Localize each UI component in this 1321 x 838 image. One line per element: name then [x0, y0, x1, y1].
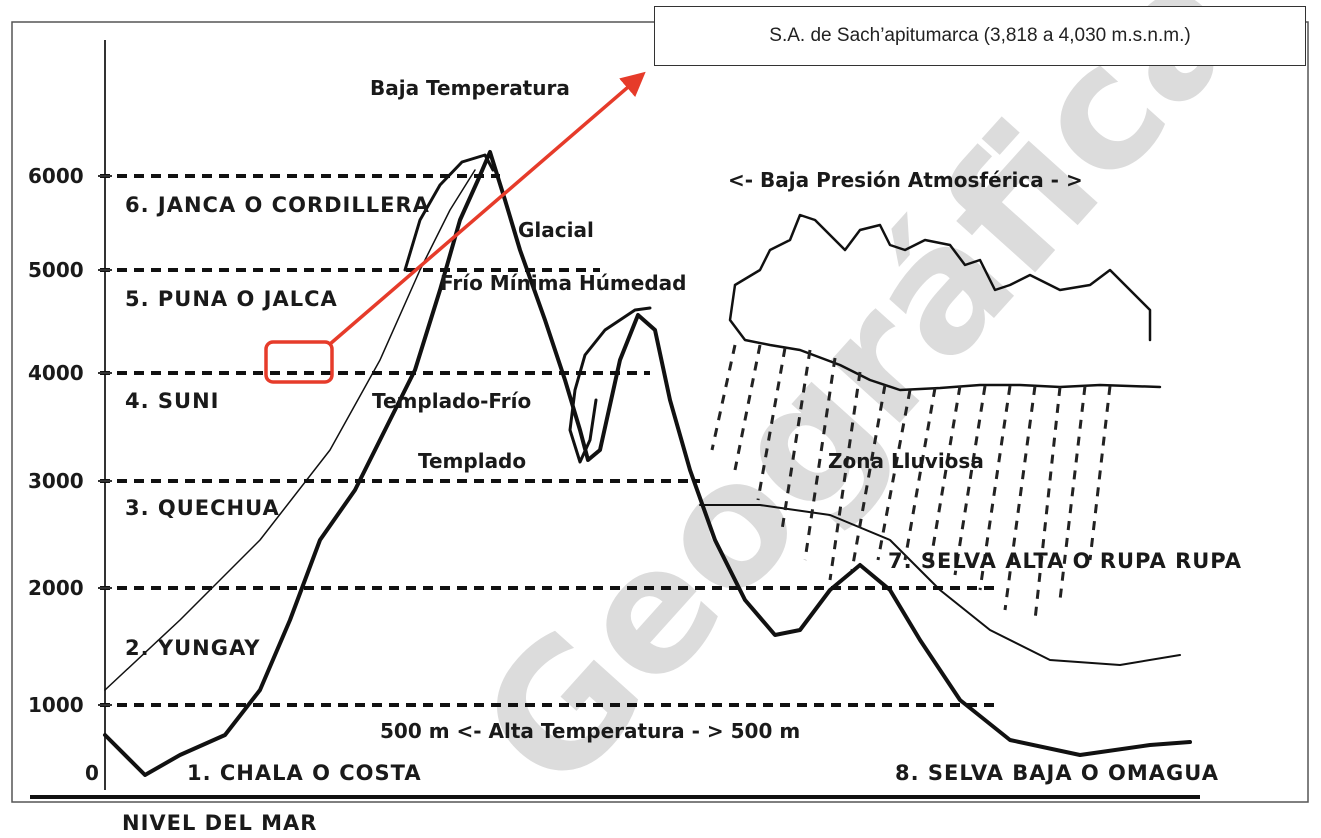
zone-suni: 4. SUNI	[125, 389, 219, 413]
climate-glacial: Glacial	[518, 218, 594, 242]
coast-slope-line	[104, 169, 476, 691]
tick-0: 0	[85, 761, 99, 785]
tick-5000: 5000	[28, 258, 84, 282]
callout-text: S.A. de Sach’apitumarca (3,818 a 4,030 m…	[769, 25, 1191, 46]
tick-3000: 3000	[28, 469, 84, 493]
climate-frio: Frío Mínima Húmedad	[440, 271, 686, 295]
rain-streaks	[710, 344, 1112, 621]
tick-1000: 1000	[28, 693, 84, 717]
west-andes-profile	[103, 150, 1192, 777]
tick-4000: 4000	[28, 361, 84, 385]
callout-arrow	[328, 71, 646, 346]
zone-janca: 6. JANCA O CORDILLERA	[125, 193, 430, 217]
sea-level-label: NIVEL DEL MAR	[122, 811, 317, 835]
climate-alta-temperatura: 500 m <- Alta Temperatura - > 500 m	[380, 719, 800, 743]
zone-puna: 5. PUNA O JALCA	[125, 287, 338, 311]
zone-selva-baja: 8. SELVA BAJA O OMAGUA	[895, 761, 1219, 785]
watermark: Geográfica	[443, 0, 1282, 827]
climate-templado: Templado	[418, 449, 526, 473]
climate-templado-frio: Templado-Frío	[372, 389, 531, 413]
selva-alta-terrain-line	[699, 504, 1181, 666]
zone-yungay: 2. YUNGAY	[125, 636, 260, 660]
pressure-label: <- Baja Presión Atmosférica - >	[728, 168, 1083, 192]
climate-zona-lluviosa: Zona Lluviosa	[828, 449, 984, 473]
valley-mountain-outline	[568, 306, 652, 464]
altitude-lines	[100, 174, 1000, 707]
highlight-box	[264, 340, 334, 384]
altitude-tick-labels: 6000 5000 4000 3000 2000 1000 0	[28, 164, 99, 785]
callout-box: S.A. de Sach’apitumarca (3,818 a 4,030 m…	[654, 6, 1306, 66]
zone-quechua: 3. QUECHUA	[125, 496, 280, 520]
zone-chala: 1. CHALA O COSTA	[187, 761, 422, 785]
altitude-ticks	[98, 175, 112, 706]
tick-6000: 6000	[28, 164, 84, 188]
zone-selva-alta: 7. SELVA ALTA O RUPA RUPA	[888, 549, 1242, 573]
tick-2000: 2000	[28, 576, 84, 600]
cordillera-outline	[403, 153, 495, 272]
top-temperature-label: Baja Temperatura	[370, 76, 570, 100]
